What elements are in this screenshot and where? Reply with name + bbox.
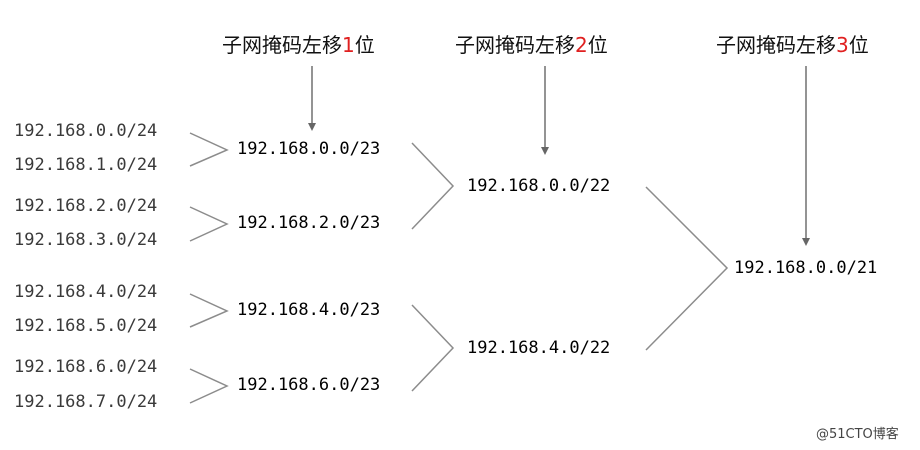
subnet-24-7: 192.168.7.0/24 bbox=[14, 392, 158, 412]
watermark: @51CTO博客 bbox=[816, 427, 899, 442]
subnet-23-1: 192.168.2.0/23 bbox=[237, 213, 381, 233]
merge-connector-22 bbox=[645, 186, 729, 351]
subnet-23-3: 192.168.6.0/23 bbox=[237, 375, 381, 395]
subnet-22-0: 192.168.0.0/22 bbox=[467, 176, 611, 196]
merge-connector-23-a bbox=[411, 142, 455, 230]
subnet-24-2: 192.168.2.0/24 bbox=[14, 196, 158, 216]
header-shift-2: 子网掩码左移2位 bbox=[455, 33, 608, 57]
subnet-21-0: 192.168.0.0/21 bbox=[734, 258, 878, 278]
merge-connector-2-3 bbox=[189, 206, 229, 242]
subnet-24-3: 192.168.3.0/24 bbox=[14, 230, 158, 250]
subnet-24-5: 192.168.5.0/24 bbox=[14, 316, 158, 336]
subnet-24-4: 192.168.4.0/24 bbox=[14, 282, 158, 302]
merge-connector-4-5 bbox=[189, 293, 229, 328]
header-shift-3: 子网掩码左移3位 bbox=[716, 33, 869, 57]
header-shift-1: 子网掩码左移1位 bbox=[222, 33, 375, 57]
subnet-23-0: 192.168.0.0/23 bbox=[237, 139, 381, 159]
subnet-24-1: 192.168.1.0/24 bbox=[14, 155, 158, 175]
subnet-24-6: 192.168.6.0/24 bbox=[14, 357, 158, 377]
merge-connector-6-7 bbox=[189, 368, 229, 404]
subnet-22-1: 192.168.4.0/22 bbox=[467, 338, 611, 358]
merge-connector-23-b bbox=[411, 304, 455, 392]
subnet-23-2: 192.168.4.0/23 bbox=[237, 300, 381, 320]
subnet-24-0: 192.168.0.0/24 bbox=[14, 121, 158, 141]
merge-connector-0-1 bbox=[189, 132, 229, 167]
